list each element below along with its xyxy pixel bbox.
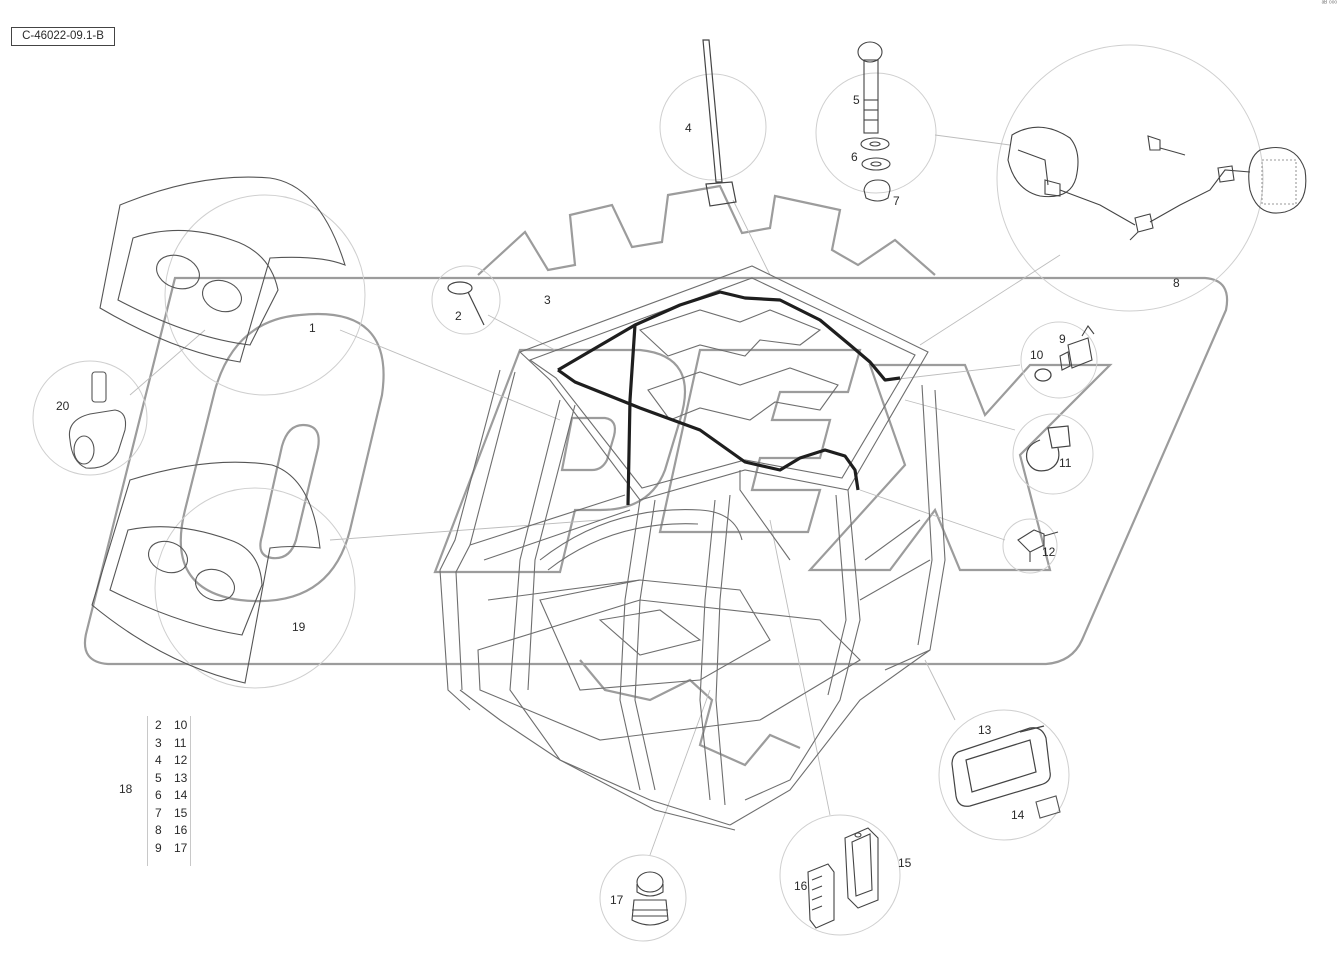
- callout-17: 17: [610, 893, 624, 907]
- callout-16: 16: [794, 879, 808, 893]
- legend-label: 18: [119, 782, 133, 796]
- corner-mark: ᵃᴮ ᵒᵒᵒ: [1321, 0, 1337, 7]
- detail-circle-13-14: [938, 709, 1070, 841]
- cable-tie-2: [447, 281, 485, 326]
- push-button-17: [631, 871, 669, 926]
- bolt-5: [857, 41, 883, 134]
- switch-9: [1059, 325, 1095, 371]
- detail-circle-12: [1002, 518, 1058, 574]
- detail-circle-20: [32, 360, 148, 476]
- callout-15: 15: [898, 856, 912, 870]
- washer-6: [860, 137, 891, 171]
- bracket-15: [844, 827, 879, 909]
- roof-wiring-harness: [557, 290, 901, 506]
- relay-16: [807, 863, 835, 929]
- detail-circle-4: [659, 73, 767, 181]
- detail-circle-9-10: [1020, 321, 1098, 399]
- callout-11: 11: [1059, 456, 1072, 470]
- detail-circle-11: [1012, 413, 1094, 495]
- cab-frame-drawing: [439, 265, 946, 831]
- callout-8: 8: [1173, 276, 1180, 290]
- work-lamps-8: [1007, 126, 1307, 241]
- callout-10: 10: [1030, 348, 1044, 362]
- callout-1: 1: [309, 321, 316, 335]
- callout-3: 3: [544, 293, 551, 307]
- connector-12: [1017, 529, 1059, 562]
- lamp-bulb-20: [68, 371, 127, 469]
- callout-2: 2: [455, 309, 462, 323]
- detail-circle-8: [996, 44, 1264, 312]
- callout-labels: 1 2 3 4 5 6 7 8 9 10 11 12 13 14 15 16 1…: [56, 93, 1180, 907]
- drawing-reference-code: C-46022-09.1-B: [11, 27, 115, 46]
- detail-circle-15-16: [779, 814, 901, 936]
- interior-lamp-13: [951, 725, 1051, 807]
- antenna-4: [702, 39, 737, 207]
- cap-7: [863, 179, 891, 202]
- detail-circle-2: [431, 265, 501, 335]
- callout-9: 9: [1059, 332, 1066, 346]
- callout-6: 6: [851, 150, 858, 164]
- callout-19: 19: [292, 620, 306, 634]
- callout-20: 20: [56, 399, 70, 413]
- detail-circle-17: [599, 854, 687, 942]
- bulb-14: [1035, 795, 1061, 819]
- detail-circle-5-7: [815, 72, 937, 194]
- light-panel-19: [91, 461, 321, 684]
- callout-13: 13: [978, 723, 992, 737]
- light-panel-1: [99, 176, 346, 363]
- leader-lines: [129, 134, 1061, 856]
- detail-circle-1: [164, 194, 366, 396]
- detail-circle-19: [154, 487, 356, 689]
- callout-5: 5: [853, 93, 860, 107]
- o-ring-10: [1034, 368, 1052, 382]
- detail-circles: [32, 44, 1264, 942]
- callout-7: 7: [893, 194, 900, 208]
- callout-4: 4: [685, 121, 692, 135]
- watermark-opex: [83, 184, 1229, 767]
- clamp-11: [1025, 425, 1071, 472]
- callout-12: 12: [1042, 545, 1056, 559]
- callout-14: 14: [1011, 808, 1025, 822]
